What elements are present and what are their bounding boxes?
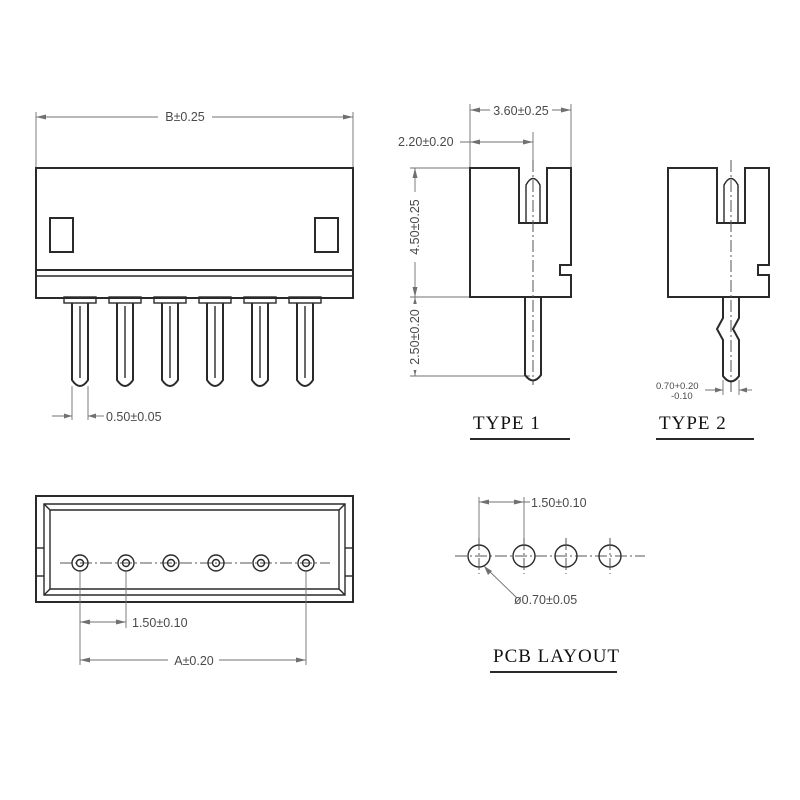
front-pin-1 — [63, 296, 97, 387]
front-pin-2 — [108, 296, 142, 387]
type1-label: TYPE 1 — [473, 413, 541, 434]
pcb-layout-label: PCB LAYOUT — [493, 646, 620, 667]
pcb-layout: 1.50±0.10 ø0.70±0.05 PCB LAYOUT — [455, 496, 645, 673]
front-left-window — [49, 217, 74, 253]
top-pin-hole-6 — [297, 554, 315, 572]
type1-slot-dim: 2.20±0.20 — [398, 135, 454, 149]
front-pin-5 — [243, 296, 277, 387]
top-pin-hole-1 — [71, 554, 89, 572]
pcb-hole-1 — [467, 538, 491, 574]
type1-width-dim: 3.60±0.25 — [493, 104, 549, 118]
front-view: B±0.25 — [35, 110, 354, 424]
front-width-dim: B±0.25 — [165, 110, 205, 124]
type2-tolerance-main: 0.70+0.20 — [656, 381, 699, 392]
top-pin-hole-5 — [252, 554, 270, 572]
type1-body-height-dim: 4.50±0.25 — [408, 199, 422, 255]
top-pin-hole-4 — [207, 554, 225, 572]
front-pin-4 — [198, 296, 232, 387]
type1-pin-length-dim: 2.50±0.20 — [408, 309, 422, 365]
pcb-hole-2 — [512, 538, 536, 574]
type2-tolerance-sub: -0.10 — [671, 391, 693, 402]
front-pin-3 — [153, 296, 187, 387]
pcb-hole-3 — [554, 538, 578, 574]
pcb-pitch-dim: 1.50±0.10 — [531, 496, 587, 510]
top-pitch-dim: 1.50±0.10 — [132, 616, 188, 630]
pcb-hole-4 — [598, 538, 622, 574]
front-right-window — [314, 217, 339, 253]
top-view: 1.50±0.10 A±0.20 — [35, 495, 354, 668]
top-span-dim: A±0.20 — [174, 654, 214, 668]
type1-view: 3.60±0.25 2.20±0.20 4.50±0.25 2.50±0.20 … — [398, 104, 572, 440]
top-pin-hole-3 — [162, 554, 180, 572]
top-pin-hole-2 — [117, 554, 135, 572]
pcb-hole-dim: ø0.70±0.05 — [514, 593, 577, 607]
type2-label: TYPE 2 — [659, 413, 727, 434]
front-pin-6 — [288, 296, 322, 387]
front-pin-width-dim: 0.50±0.05 — [106, 410, 162, 424]
type2-view: 0.70+0.20 -0.10 TYPE 2 — [656, 160, 770, 440]
